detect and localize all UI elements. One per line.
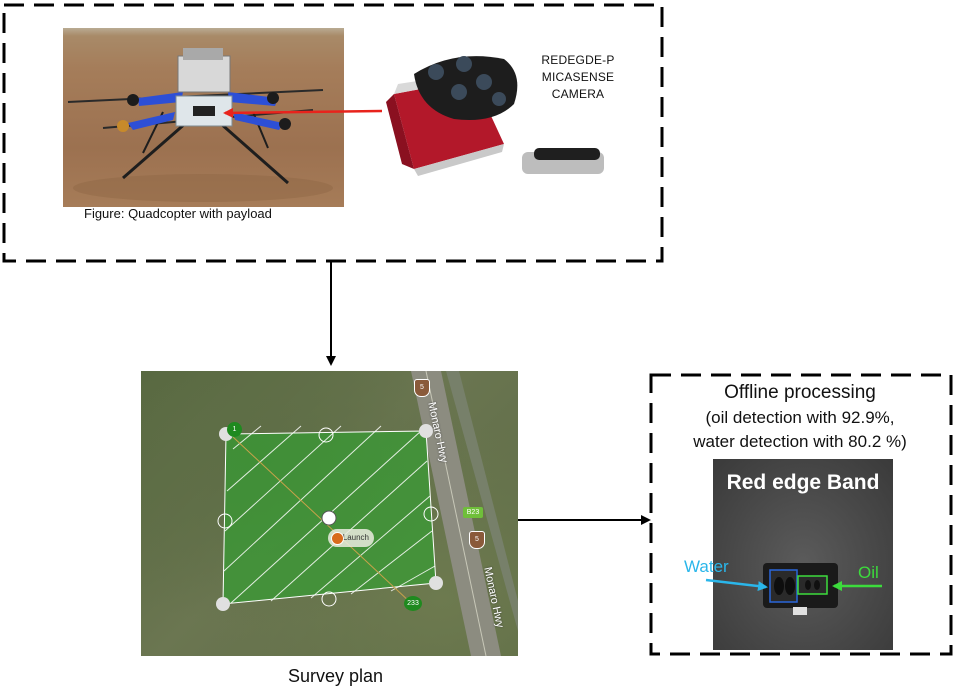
survey-map-graphics [216,371,518,656]
arrow-camera-to-payload [223,107,383,118]
survey-caption: Survey plan [288,666,384,686]
quadcopter-photo [63,28,344,207]
processing-dashed-box [649,373,953,656]
waypoint-end-marker[interactable]: 233 [404,596,422,611]
camera-label-line-1: REDEGDE-P [541,53,615,67]
photo-caption: Figure: Quadcopter with payload [84,206,272,221]
launch-pin-icon [331,532,344,545]
payload-dashed-box [2,3,664,263]
waypoint-start-marker[interactable]: 1 [227,422,242,437]
oil-label: Oil [858,563,879,582]
route-shield-top: 5 [414,379,430,397]
red-edge-band-image: Red edge Band [713,459,893,650]
camera-label-line-2: MICASENSE [541,70,615,84]
micasense-camera-illustration [386,56,604,176]
camera-label-line-3: CAMERA [551,87,605,101]
processing-subtitle-line-2: water detection with 80.2 %) [693,432,907,451]
quadcopter-illustration [67,48,333,202]
water-pointer-arrow [705,578,768,592]
band-title: Red edge Band [726,471,880,494]
processing-subtitle-line-1: (oil detection with 92.9%, [705,408,895,427]
water-label: Water [684,557,729,576]
band-detection-graphics [763,563,838,615]
survey-plan-map: 1 233 Monaro Hwy Monaro Hwy 5 5 B23 [141,371,518,656]
camera-label: REDEGDE-P MICASENSE CAMERA [530,52,626,103]
route-badge: B23 [463,507,483,518]
route-shield-bottom: 5 [469,531,485,549]
processing-title: Offline processing [724,382,876,403]
processing-subtitle: (oil detection with 92.9%, water detecti… [655,406,945,454]
